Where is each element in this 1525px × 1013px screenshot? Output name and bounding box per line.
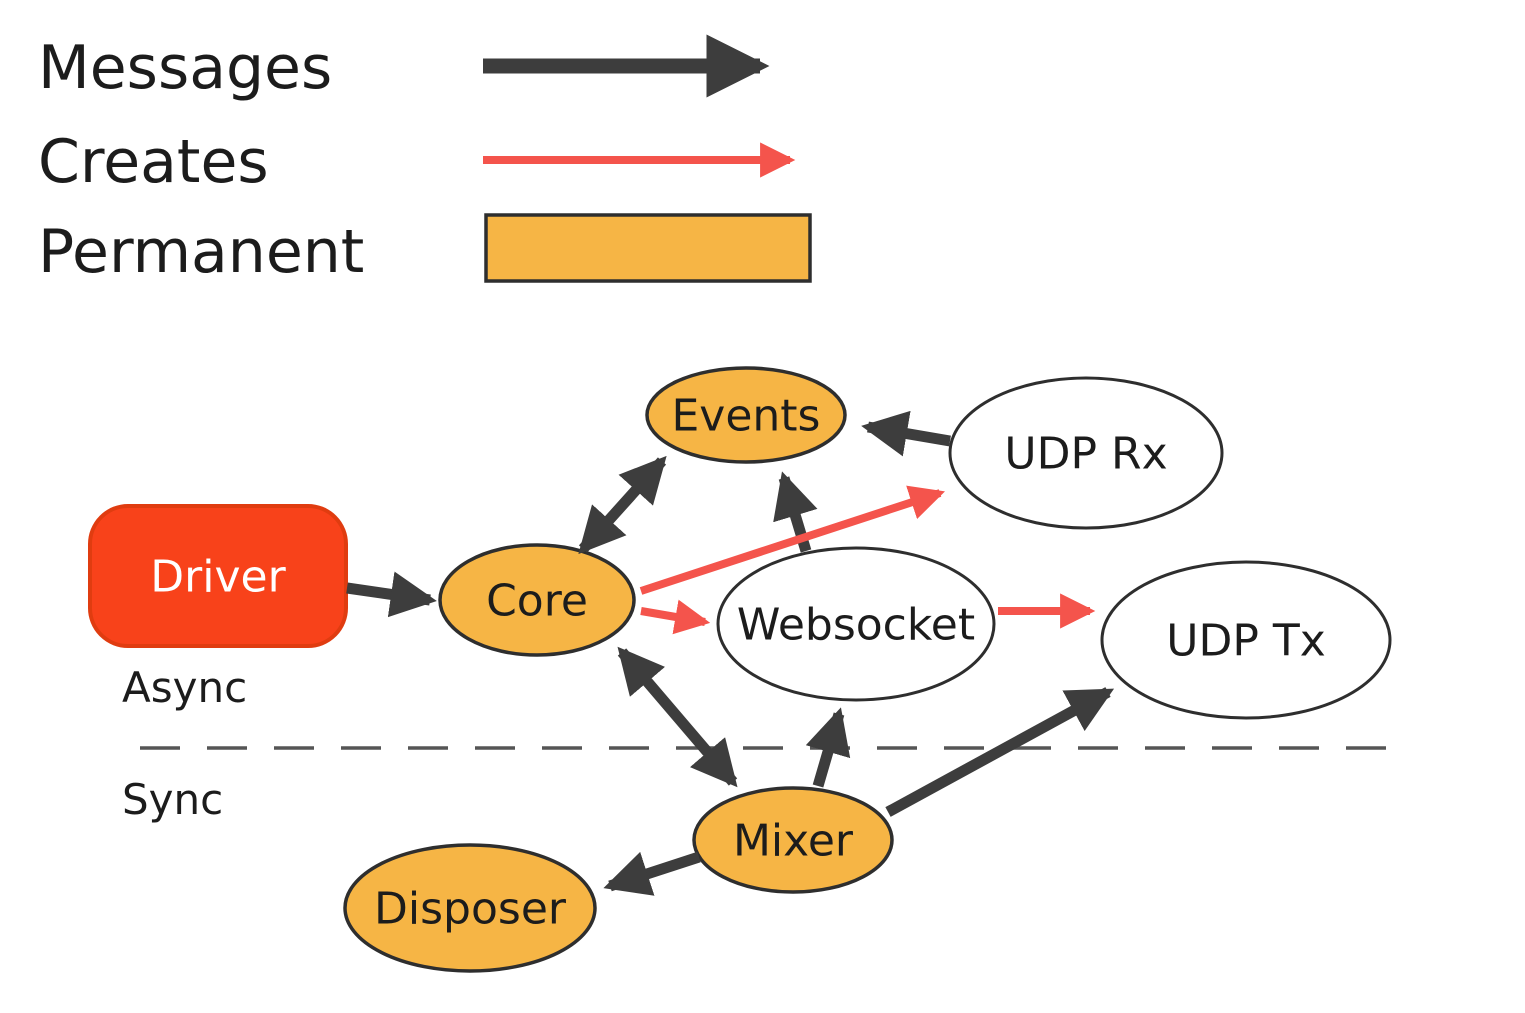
edge-mixer-websocket	[805, 707, 851, 788]
udp-rx-shape	[948, 376, 1224, 530]
edge-mixer-udptx	[885, 687, 1115, 817]
node-udp-tx: UDP Tx	[1100, 560, 1392, 720]
edge-udprx-events	[861, 410, 951, 457]
edge-mixer-disposer	[603, 851, 701, 896]
zone-label-sync: Sync	[122, 775, 223, 824]
node-disposer: Disposer	[343, 843, 597, 973]
disposer-label: Disposer	[374, 883, 567, 934]
driver-shape	[88, 504, 348, 648]
websocket-shape	[716, 546, 996, 702]
edge-core-events	[578, 455, 667, 555]
mixer-label: Mixer	[733, 815, 854, 866]
node-udp-rx: UDP Rx	[948, 376, 1224, 530]
legend-label-permanent: Permanent	[38, 217, 364, 287]
node-core: Core	[438, 543, 636, 657]
node-mixer: Mixer	[692, 786, 894, 894]
legend-label-creates: Creates	[38, 127, 269, 197]
disposer-shape	[343, 843, 597, 973]
edge-core-mixer	[617, 646, 738, 788]
node-driver: Driver	[88, 504, 348, 648]
legend-label-messages: Messages	[38, 33, 332, 103]
edge-driver-core	[346, 571, 437, 618]
legend-permanent-swatch	[484, 213, 812, 283]
zone-label-async: Async	[122, 663, 247, 712]
mixer-shape	[692, 786, 894, 894]
edge-create-core-udprx	[639, 485, 946, 595]
core-label: Core	[486, 575, 588, 626]
udp-tx-shape	[1100, 560, 1392, 720]
events-shape	[645, 366, 847, 464]
udp-rx-label: UDP Rx	[1004, 428, 1167, 479]
websocket-label: Websocket	[737, 599, 975, 650]
edges-creates	[639, 485, 1096, 635]
core-shape	[438, 543, 636, 657]
events-label: Events	[672, 390, 821, 441]
node-websocket: Websocket	[716, 546, 996, 702]
udp-tx-label: UDP Tx	[1166, 615, 1326, 666]
legend: Messages Creates Permanent	[38, 33, 812, 287]
node-events: Events	[645, 366, 847, 464]
edge-create-core-websocket	[640, 599, 711, 635]
driver-label: Driver	[150, 551, 286, 602]
